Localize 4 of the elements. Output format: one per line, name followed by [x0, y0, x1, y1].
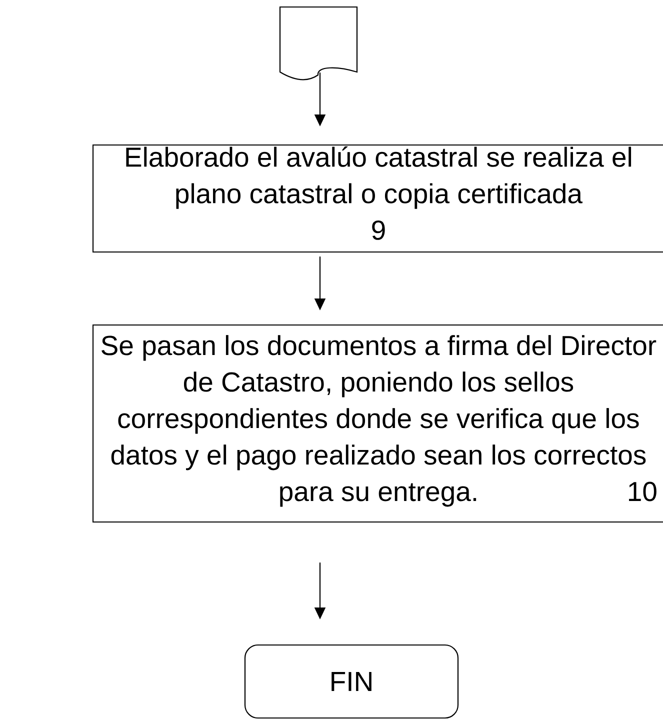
terminal-box: FIN [244, 644, 459, 719]
document-shape [279, 6, 358, 80]
process-box: Se pasan los documentos a firma del Director de Catastro, poniendo los sellos correspondientes donde se verifica que los datos y el pago realizado sean los correctos para su entrega. 10 [92, 324, 663, 523]
process-box: Elaborado el avalúo catastral se realiza el plano catastral o copia certificada 9 [92, 144, 663, 253]
